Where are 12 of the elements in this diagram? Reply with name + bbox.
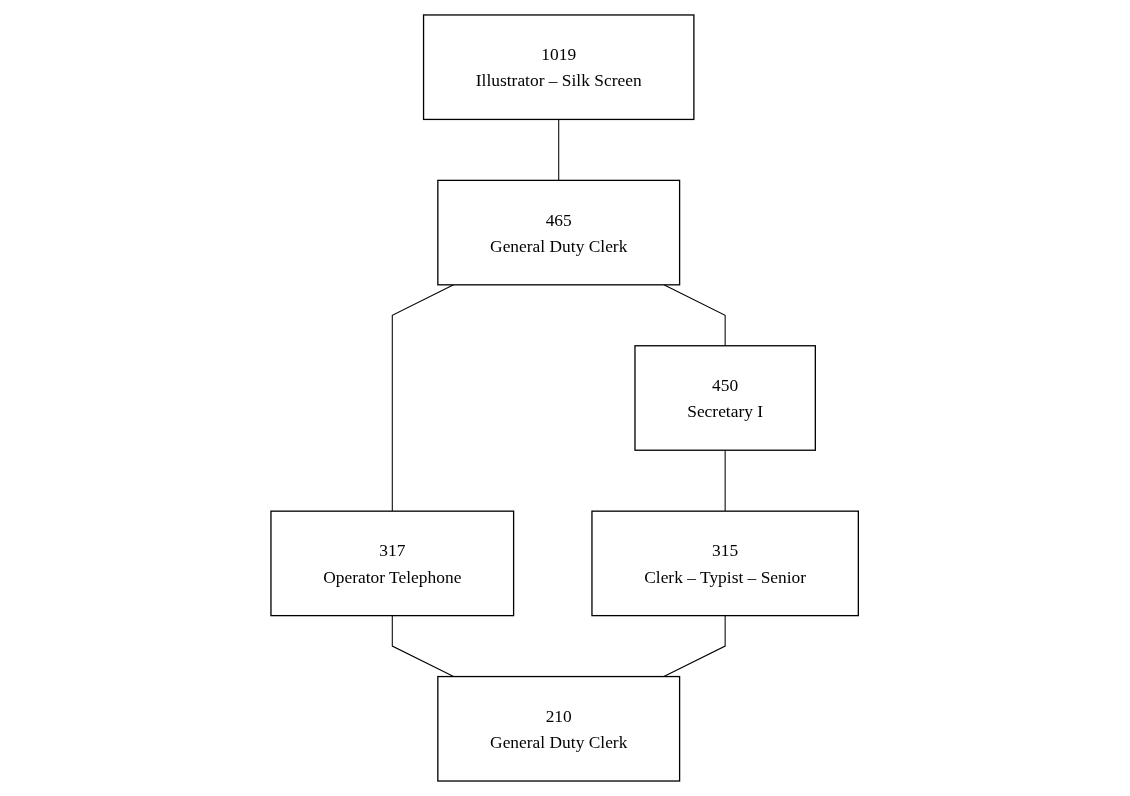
connector <box>663 615 726 678</box>
node-box: 210 General Duty Clerk <box>437 675 681 782</box>
connector <box>724 449 726 512</box>
connector <box>392 284 455 512</box>
node-box: 1019 Illustrator – Silk Screen <box>423 14 695 121</box>
node-box: 450 Secretary I <box>634 345 817 451</box>
node-box: 317 Operator Telephone <box>270 510 515 617</box>
connector <box>558 118 560 181</box>
connector <box>663 284 726 347</box>
node-box: 315 Clerk – Typist – Senior <box>591 510 860 617</box>
node-box: 465 General Duty Clerk <box>437 179 681 286</box>
connector <box>392 615 455 678</box>
